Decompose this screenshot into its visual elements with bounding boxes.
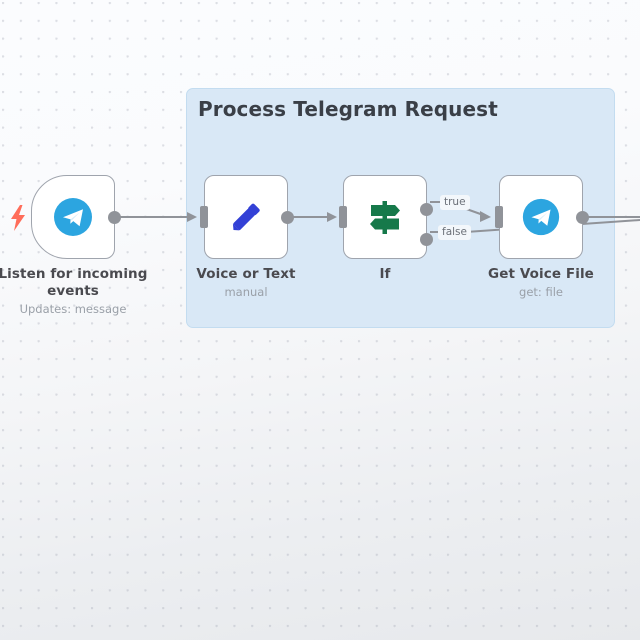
input-port[interactable]	[495, 206, 503, 228]
sticky-note-title: Process Telegram Request	[198, 97, 498, 121]
input-port[interactable]	[339, 206, 347, 228]
telegram-icon	[522, 198, 560, 236]
output-port-false[interactable]	[419, 233, 433, 246]
node-title: Listen for incoming events	[0, 266, 148, 299]
input-port[interactable]	[200, 206, 208, 228]
signpost-icon	[370, 201, 400, 234]
node-get-voice-file[interactable]: Get Voice File get: file	[488, 175, 594, 299]
pencil-icon	[232, 203, 260, 231]
lightning-bolt-icon	[11, 205, 25, 231]
node-caption: Listen for incoming events Updates: mess…	[0, 266, 157, 317]
node-subtitle: Updates: message	[19, 302, 127, 316]
output-port[interactable]	[280, 210, 294, 224]
output-port-true[interactable]	[419, 203, 433, 216]
output-port[interactable]	[107, 210, 121, 224]
branch-label-true: true	[440, 195, 470, 210]
node-if[interactable]: If	[339, 175, 433, 282]
branch-label-false: false	[438, 225, 471, 240]
node-telegram-trigger[interactable]: Listen for incoming events Updates: mess…	[0, 175, 147, 316]
telegram-icon	[54, 198, 92, 236]
node-voice-or-text[interactable]: Voice or Text manual	[196, 175, 295, 299]
output-port[interactable]	[575, 210, 589, 224]
